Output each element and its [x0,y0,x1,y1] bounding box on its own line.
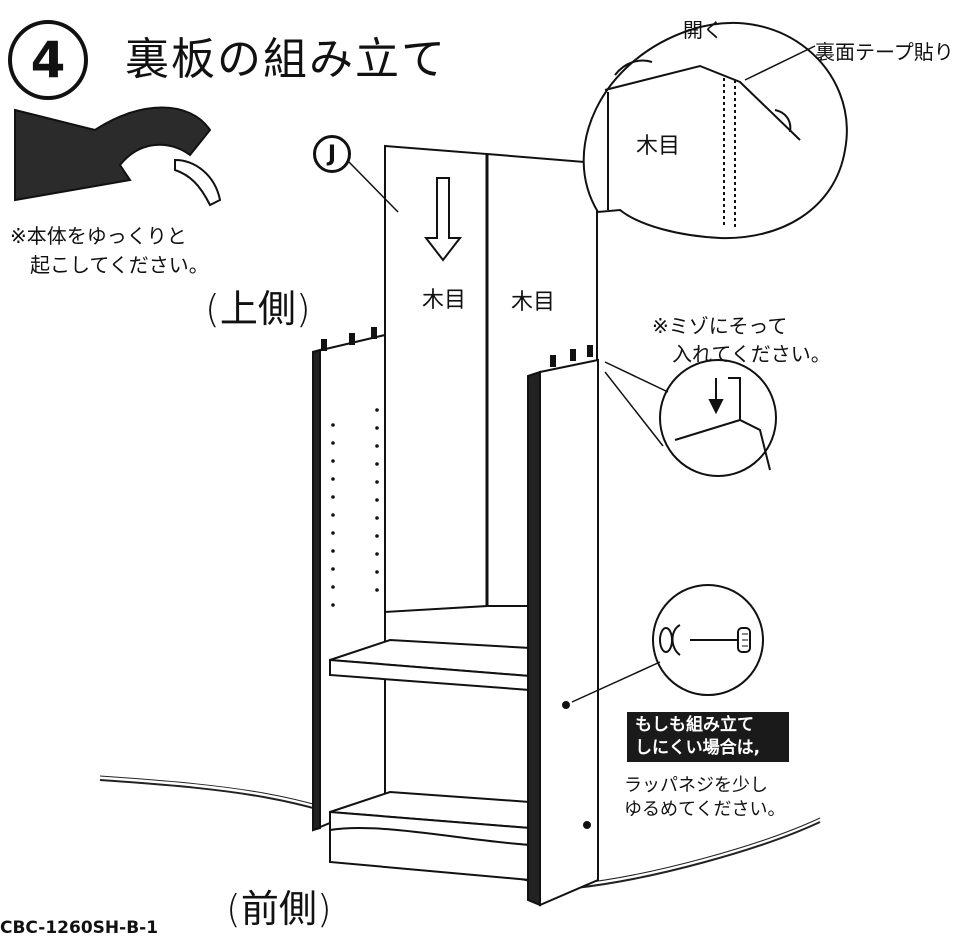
slide-down-arrow [423,177,463,262]
trouble-note: ラッパネジを少し ゆるめてください。 [624,775,786,820]
step-number-badge: 4 [8,20,88,100]
detail-circle-screw [571,584,764,703]
front-side-label: (前側) [226,887,332,931]
step-number: 4 [30,31,66,89]
tilt-note: ※本体をゆっくりと 起こしてください。 [10,224,209,277]
right-side-panel [527,345,599,907]
tilt-arrow [14,106,222,207]
detail-circle-tape [582,21,848,240]
open-label: 開く [683,18,723,42]
step-title: 裏板の組み立て [125,34,447,85]
model-code: CBC-1260SH-B-1 [0,918,159,938]
groove-note: ※ミゾにそって 入れてください。 [652,314,831,366]
part-label-j: J [313,135,351,173]
tape-label: 裏面テープ貼り [815,40,954,64]
left-side-panel [312,327,386,832]
grain-label-detail: 木目 [636,134,681,159]
grain-label-left: 木目 [422,288,467,313]
grain-label-right: 木目 [511,290,556,315]
shelf-pin-holes [331,408,379,607]
trouble-badge: もしも組み立て しにくい場合は, [627,712,789,762]
top-side-label: (上側) [205,287,311,331]
detail-circle-groove [604,359,777,477]
